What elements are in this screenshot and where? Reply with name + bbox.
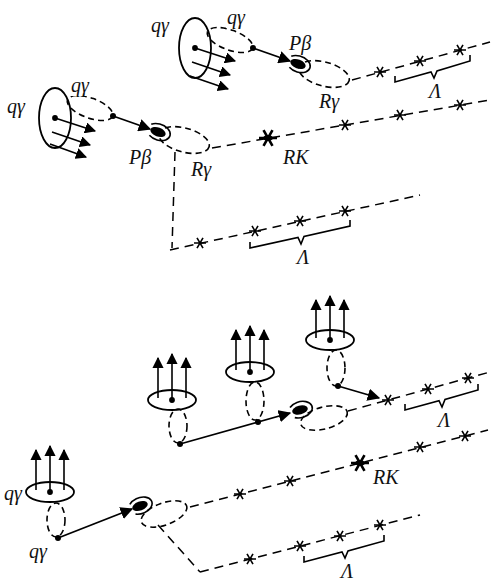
lattice-star — [294, 541, 306, 551]
charge-label: qγ — [70, 74, 90, 96]
charge-label: qγ — [28, 540, 48, 562]
field-arrow — [171, 354, 173, 400]
lattice-row — [172, 152, 175, 248]
charge-label: qγ — [150, 14, 170, 36]
period-bracket — [405, 384, 478, 410]
field-arrow — [36, 296, 344, 492]
field-arrow — [192, 62, 230, 75]
field-arrow — [249, 326, 251, 372]
field-arrow — [315, 300, 317, 338]
field-arrow — [263, 330, 265, 370]
dashed-loop — [296, 56, 352, 93]
lattice-row — [170, 42, 490, 250]
lattice-star — [339, 120, 351, 130]
particle-label: Pβ — [288, 32, 312, 54]
charge-label: qγ — [226, 6, 246, 28]
field-arrow — [157, 358, 159, 398]
lattice-row — [190, 430, 488, 507]
lattice-star — [351, 455, 369, 471]
dashed-loop — [169, 409, 187, 443]
field-arrow — [49, 446, 51, 492]
transfer-arrow — [253, 48, 290, 61]
period-bracket — [304, 535, 384, 562]
particle-blob — [129, 494, 155, 516]
period-bracket — [304, 384, 478, 562]
period-label: Λ — [340, 560, 354, 582]
field-arrow — [35, 450, 37, 490]
transfer-arrow — [58, 509, 132, 538]
particle-blob — [289, 399, 314, 420]
lattice-star — [414, 442, 426, 452]
lattice-star — [382, 395, 394, 405]
lattice-row — [170, 195, 420, 250]
dashed-loop — [47, 503, 65, 537]
period-label: Λ — [296, 246, 310, 268]
cylinder — [26, 330, 354, 502]
lattice-row — [200, 515, 420, 572]
lattice-star — [294, 216, 306, 226]
field-arrow — [52, 132, 90, 145]
particle-blob — [287, 53, 313, 75]
charge-dot — [55, 383, 341, 541]
lattice-row — [212, 100, 490, 148]
lattice-star — [459, 431, 471, 441]
transfer-arrow — [180, 413, 290, 444]
transfer-arrow — [113, 48, 290, 129]
lattice-star — [339, 206, 351, 216]
lattice-star — [374, 67, 386, 77]
dashed-loop — [246, 382, 264, 420]
charge-label: qγ — [3, 482, 23, 504]
lattice-star — [244, 554, 256, 564]
particle-label: Pβ — [128, 146, 152, 168]
field-arrow — [343, 300, 345, 338]
field-arrow — [235, 330, 237, 370]
field-arrow — [55, 118, 95, 131]
lattice-star — [462, 373, 474, 383]
lattice-star — [194, 45, 466, 248]
dashed-loop — [327, 350, 345, 386]
period-bracket — [250, 55, 470, 248]
site-label: RK — [372, 466, 400, 488]
dashed-loop — [138, 495, 191, 532]
transfer-arrow — [113, 116, 150, 129]
lattice-star — [234, 489, 246, 499]
lattice-star — [284, 476, 296, 486]
field-arrow — [63, 450, 65, 490]
lattice-star — [414, 56, 426, 66]
site-label: RK — [282, 146, 310, 168]
loop-label: Rγ — [190, 158, 212, 180]
charge-label: qγ — [6, 95, 26, 117]
period-label: Λ — [437, 409, 451, 431]
lattice-star — [454, 45, 466, 55]
loop-label: Rγ — [318, 90, 340, 112]
lattice-star — [194, 238, 206, 248]
lattice-star — [422, 384, 434, 394]
lattice-star — [394, 110, 406, 120]
dashed-loop — [64, 22, 352, 158]
period-bracket — [250, 220, 350, 248]
field-arrow — [190, 76, 228, 89]
dashed-loop — [47, 350, 350, 537]
lattice-star — [334, 531, 346, 541]
transfer-arrow — [58, 386, 379, 538]
lattice-row — [348, 372, 490, 411]
particle-blob — [147, 53, 313, 143]
transfer-arrow — [338, 386, 379, 398]
field-arrow — [185, 358, 187, 398]
period-label: Λ — [428, 80, 442, 102]
period-bracket — [395, 55, 470, 82]
field-arrow — [329, 296, 331, 340]
particle-blob — [147, 121, 173, 143]
lattice-star — [259, 130, 277, 146]
field-arrow — [50, 144, 86, 157]
lattice-star — [454, 100, 466, 110]
lattice-star — [374, 520, 386, 530]
lattice-star — [249, 226, 261, 236]
lattice-row — [158, 525, 200, 572]
charge-dot — [110, 45, 256, 119]
lattice-row — [158, 372, 490, 572]
